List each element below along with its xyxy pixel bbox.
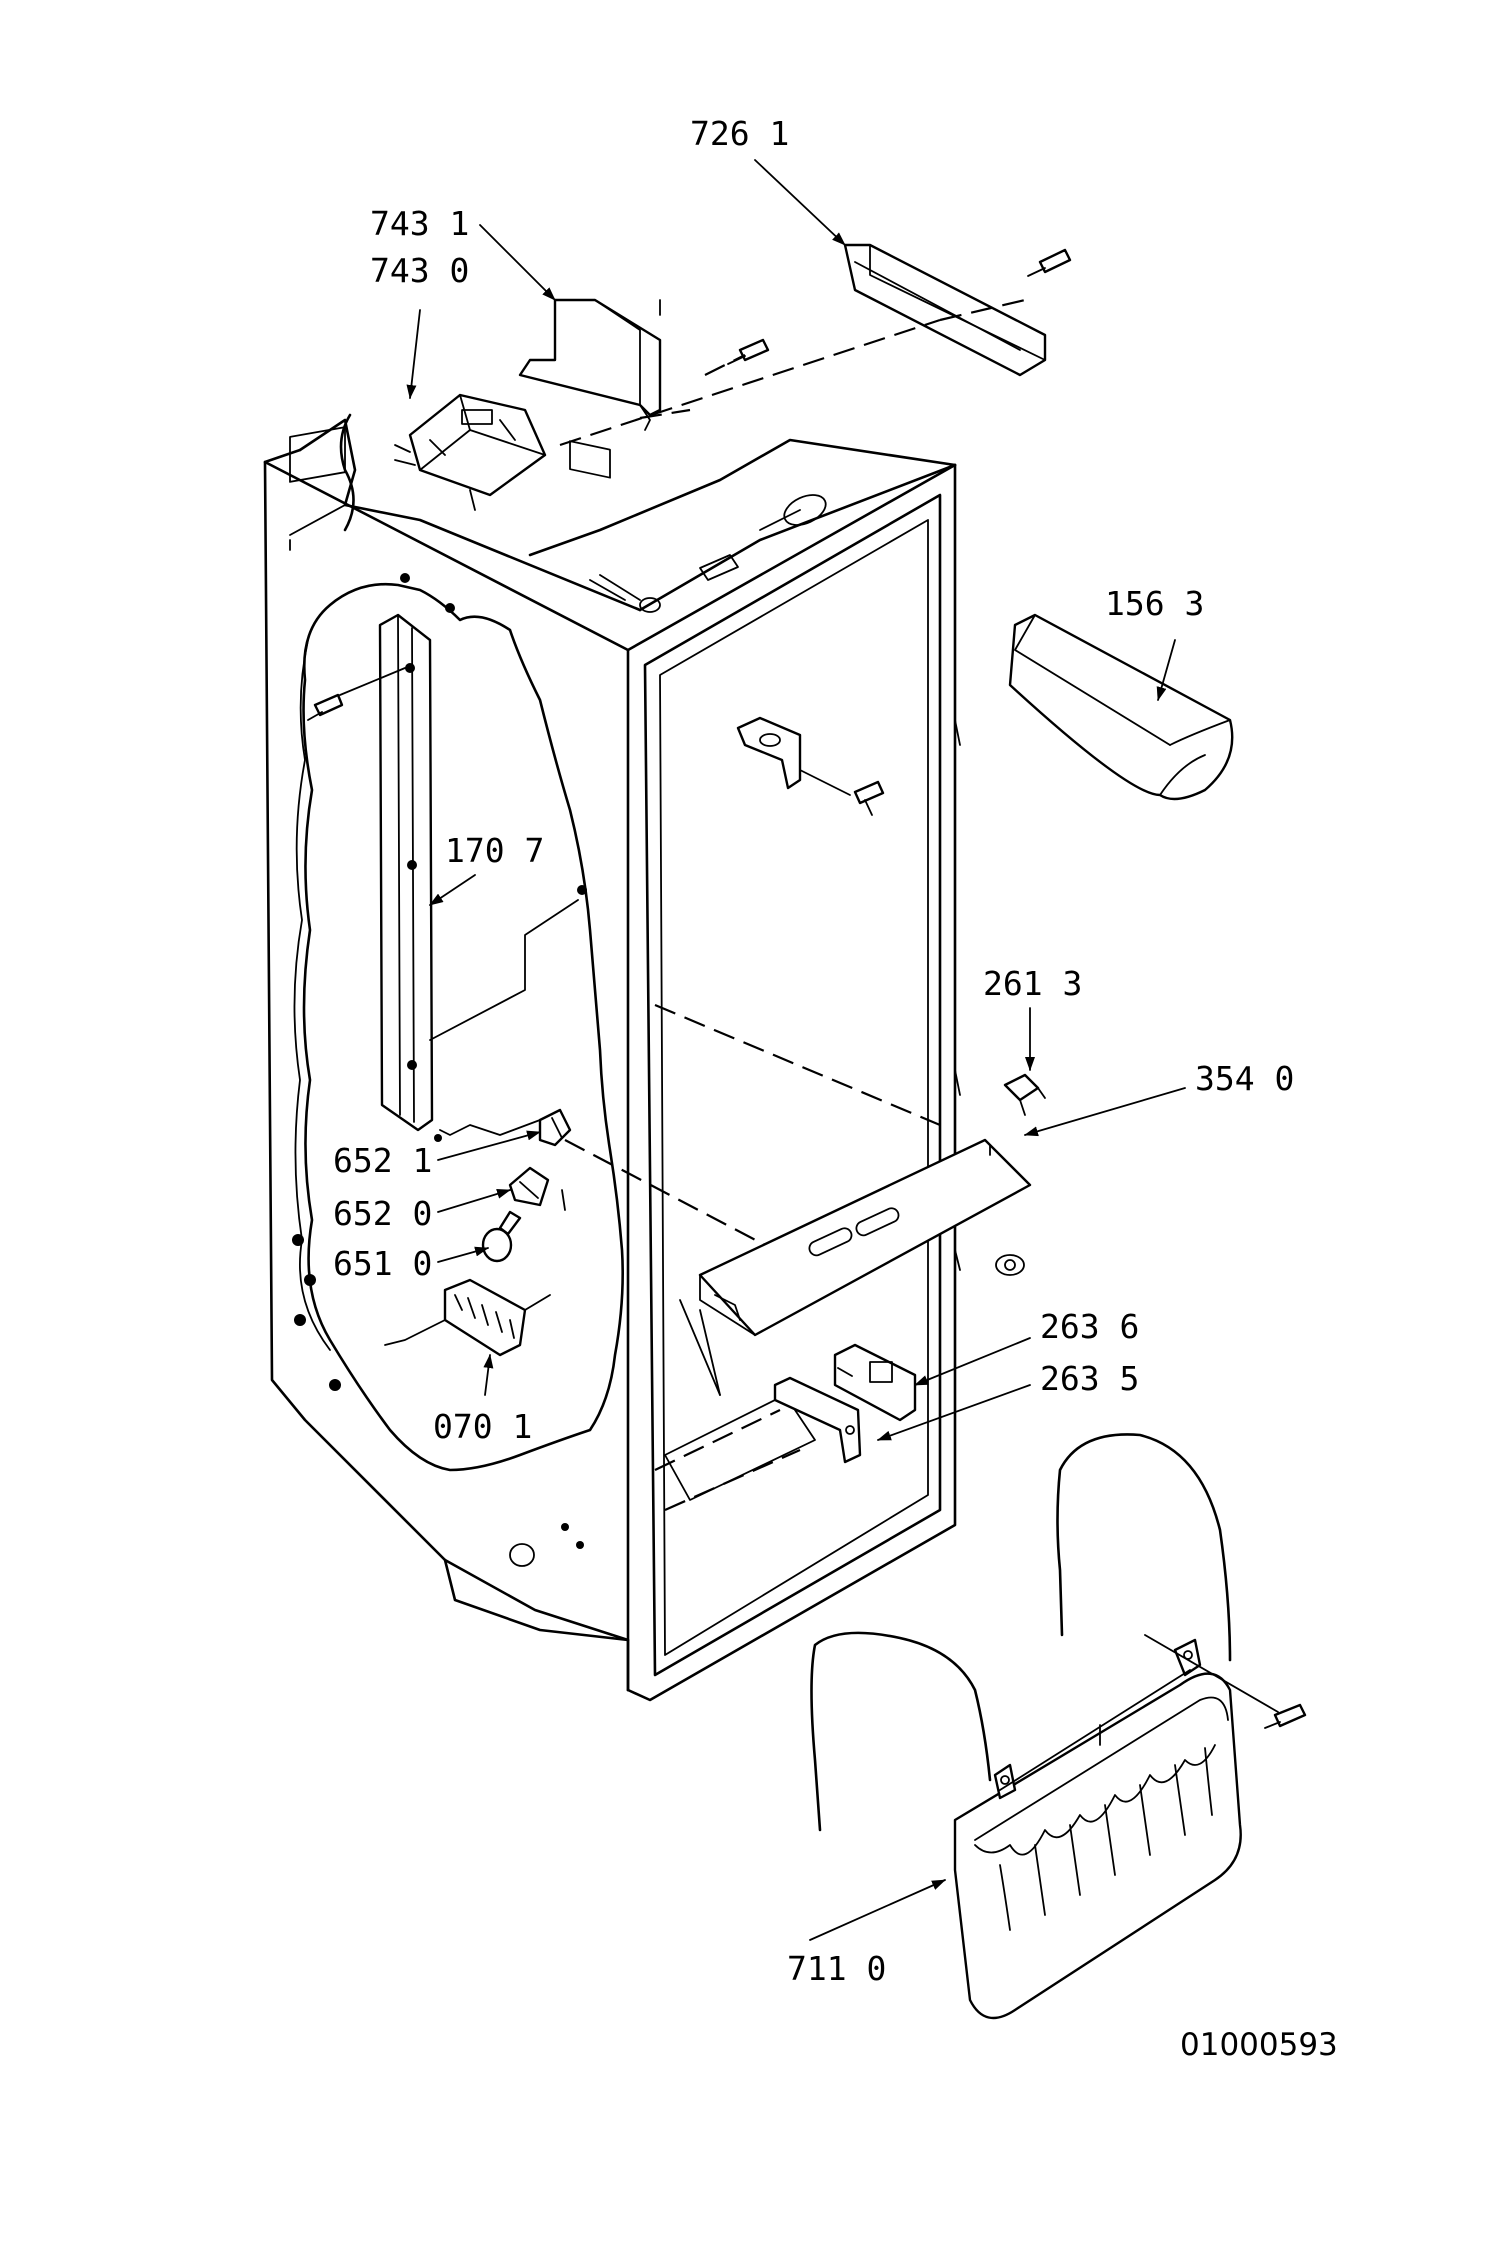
callout-263-6: 263 6 [1040, 1307, 1139, 1346]
drawing-number: 01000593 [1180, 2027, 1338, 2063]
control-housing-part [394, 393, 547, 511]
callout-354-0: 354 0 [1195, 1059, 1294, 1098]
cutaway-outline [292, 413, 624, 1472]
light-grille-part [384, 1278, 551, 1357]
callout-743-0: 743 0 [370, 251, 469, 290]
push-pin-part [1003, 1073, 1046, 1116]
vertical-rail-part [307, 613, 579, 1132]
light-assembly-parts [434, 1108, 572, 1263]
callout-156-3: 156 3 [1105, 584, 1204, 623]
trim-channel-part [1008, 613, 1234, 801]
callout-labels: 726 1 743 1 743 0 156 3 170 7 261 3 354 … [333, 114, 1338, 2063]
leader-arrows [406, 159, 1186, 1941]
callout-726-1: 726 1 [690, 114, 789, 153]
callout-070-1: 070 1 [433, 1407, 532, 1446]
cover-bracket-part [518, 298, 770, 479]
shelf-support-part [698, 1138, 1032, 1337]
callout-652-1: 652 1 [333, 1141, 432, 1180]
heater-part [810, 1433, 1307, 2020]
callout-743-1: 743 1 [370, 204, 469, 243]
callout-263-5: 263 5 [1040, 1359, 1139, 1398]
inner-bracket-part [736, 716, 885, 816]
callout-652-0: 652 0 [333, 1194, 432, 1233]
callout-170-7: 170 7 [445, 831, 544, 870]
hinge-bracket-parts [773, 1343, 917, 1464]
callout-261-3: 261 3 [983, 964, 1082, 1003]
callout-711-0: 711 0 [787, 1949, 886, 1988]
callout-651-0: 651 0 [333, 1244, 432, 1283]
cabinet-liner [263, 418, 961, 1702]
top-rail-part [843, 243, 1072, 377]
assembly-dashed-lines [559, 298, 1026, 447]
